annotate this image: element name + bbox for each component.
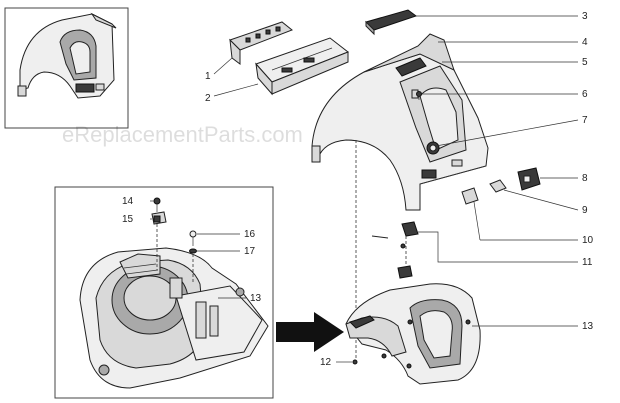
callout-13-base: 13 [582,321,594,332]
callout-15: 15 [122,214,134,225]
part-1-bracket [229,21,293,65]
callout-5: 5 [582,57,588,68]
callout-10: 10 [582,235,594,246]
callout-4: 4 [582,37,588,48]
screw-6 [416,91,422,100]
part-11-kit [371,221,419,279]
detail-box [54,186,274,399]
thumbnail-inset [4,7,129,129]
callout-16: 16 [244,229,256,240]
callout-7: 7 [582,115,588,126]
callout-17: 17 [244,246,256,257]
callout-6: 6 [582,89,588,100]
screw-12 [352,353,412,369]
direction-arrow [276,312,344,352]
part-2-strip [255,37,349,96]
callout-9: 9 [582,205,588,216]
screw-16 [189,230,197,246]
part-8-switch [517,167,541,191]
upper-assembly [229,9,541,360]
part-10-button [461,187,479,205]
callout-3: 3 [582,11,588,22]
bracket-15 [151,211,167,225]
callout-14: 14 [122,196,134,207]
part-9-button [489,179,507,193]
callout-2: 2 [205,93,211,104]
leader-lines [213,15,579,363]
callout-13-detail: 13 [250,293,262,304]
callout-8: 8 [582,173,588,184]
callout-12: 12 [320,357,332,368]
washer-17 [189,248,197,254]
base-housing [345,283,481,385]
watermark: eReplacementParts.com [62,122,303,147]
part-3-cover [365,9,418,36]
callout-11: 11 [582,257,593,268]
main-shroud [311,33,489,211]
callout-1: 1 [205,71,211,82]
callout-numbers: 1 2 3 4 5 6 7 8 9 10 11 12 13 13 14 15 1… [122,11,594,368]
